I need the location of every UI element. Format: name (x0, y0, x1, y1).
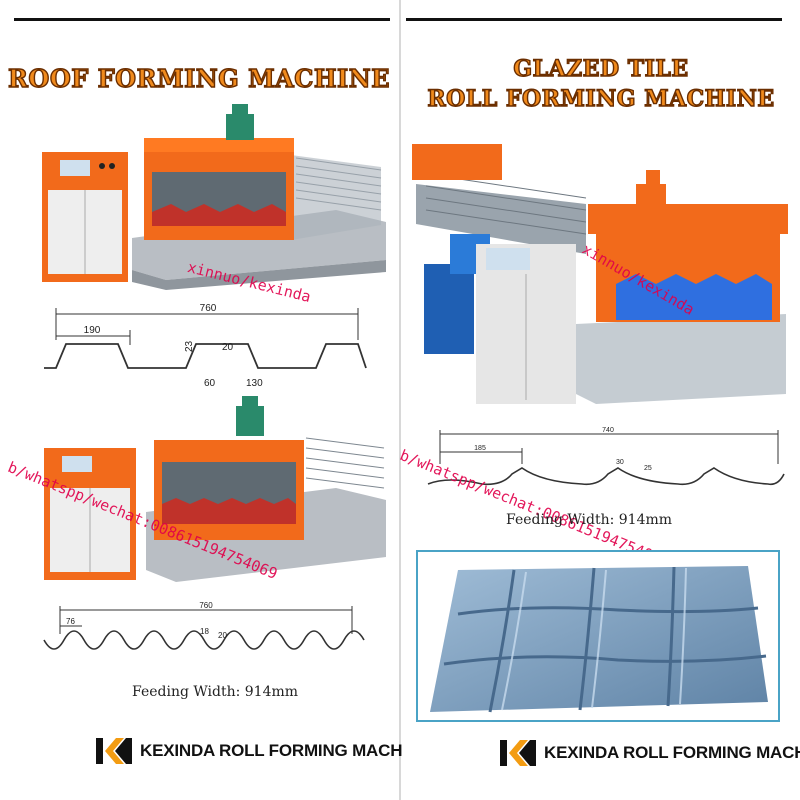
kexinda-logo-icon (500, 740, 536, 766)
tile-profile-drawing: 740 185 30 25 (427, 427, 785, 486)
profile-drawing-top: 760 190 23 20 60 130 (44, 303, 367, 389)
right-panel: GLAZED TILE ROLL FORMING MACHINE xinnuo/… (397, 0, 800, 800)
glazed-tile-photo (416, 550, 780, 722)
feeding-width-left: Feeding Width: 914mm (132, 684, 299, 700)
glazed-tile-image (430, 566, 768, 713)
dim-a: 76 (66, 617, 75, 626)
dim-c: 20 (218, 631, 227, 640)
dim-total: 760 (200, 303, 217, 314)
top-rule-right (406, 18, 782, 21)
roof-forming-machine-image-2 (44, 396, 386, 582)
brand-text-left: KEXINDA ROLL FORMING MACHINE (140, 741, 431, 760)
profile-drawing-bottom: 760 76 18 20 (43, 601, 365, 650)
dim-total-2: 760 (199, 601, 213, 610)
glazed-tile-machine-image (412, 144, 788, 404)
tile-dim-a: 30 (616, 459, 624, 466)
dim-pitch: 190 (84, 325, 101, 336)
dim-h1: 23 (184, 340, 195, 352)
tile-dim-total: 740 (602, 427, 614, 434)
dim-b: 18 (200, 627, 209, 636)
dim-gap: 130 (246, 378, 263, 389)
tile-dim-pitch: 185 (474, 445, 486, 452)
right-title-line1: GLAZED TILE (513, 55, 689, 82)
right-title-line2: ROLL FORMING MACHINE (427, 85, 775, 112)
brand-right: KEXINDA ROLL FORMING MACHIN (500, 740, 800, 766)
brand-text-right: KEXINDA ROLL FORMING MACHIN (544, 743, 800, 762)
panel-divider (399, 0, 401, 800)
roof-forming-machine-image (42, 104, 386, 290)
left-panel: ROOF FORMING MACHINE xinnuo/kexinda (0, 0, 430, 800)
brand-left: KEXINDA ROLL FORMING MACHINE (96, 738, 430, 764)
dim-bottom: 60 (204, 378, 216, 389)
kexinda-logo-icon (96, 738, 132, 764)
left-title: ROOF FORMING MACHINE (7, 63, 391, 93)
top-rule (14, 18, 390, 21)
dim-h2: 20 (222, 342, 234, 353)
tile-dim-b: 25 (644, 465, 652, 472)
feeding-width-right: Feeding Width: 914mm (506, 512, 673, 528)
